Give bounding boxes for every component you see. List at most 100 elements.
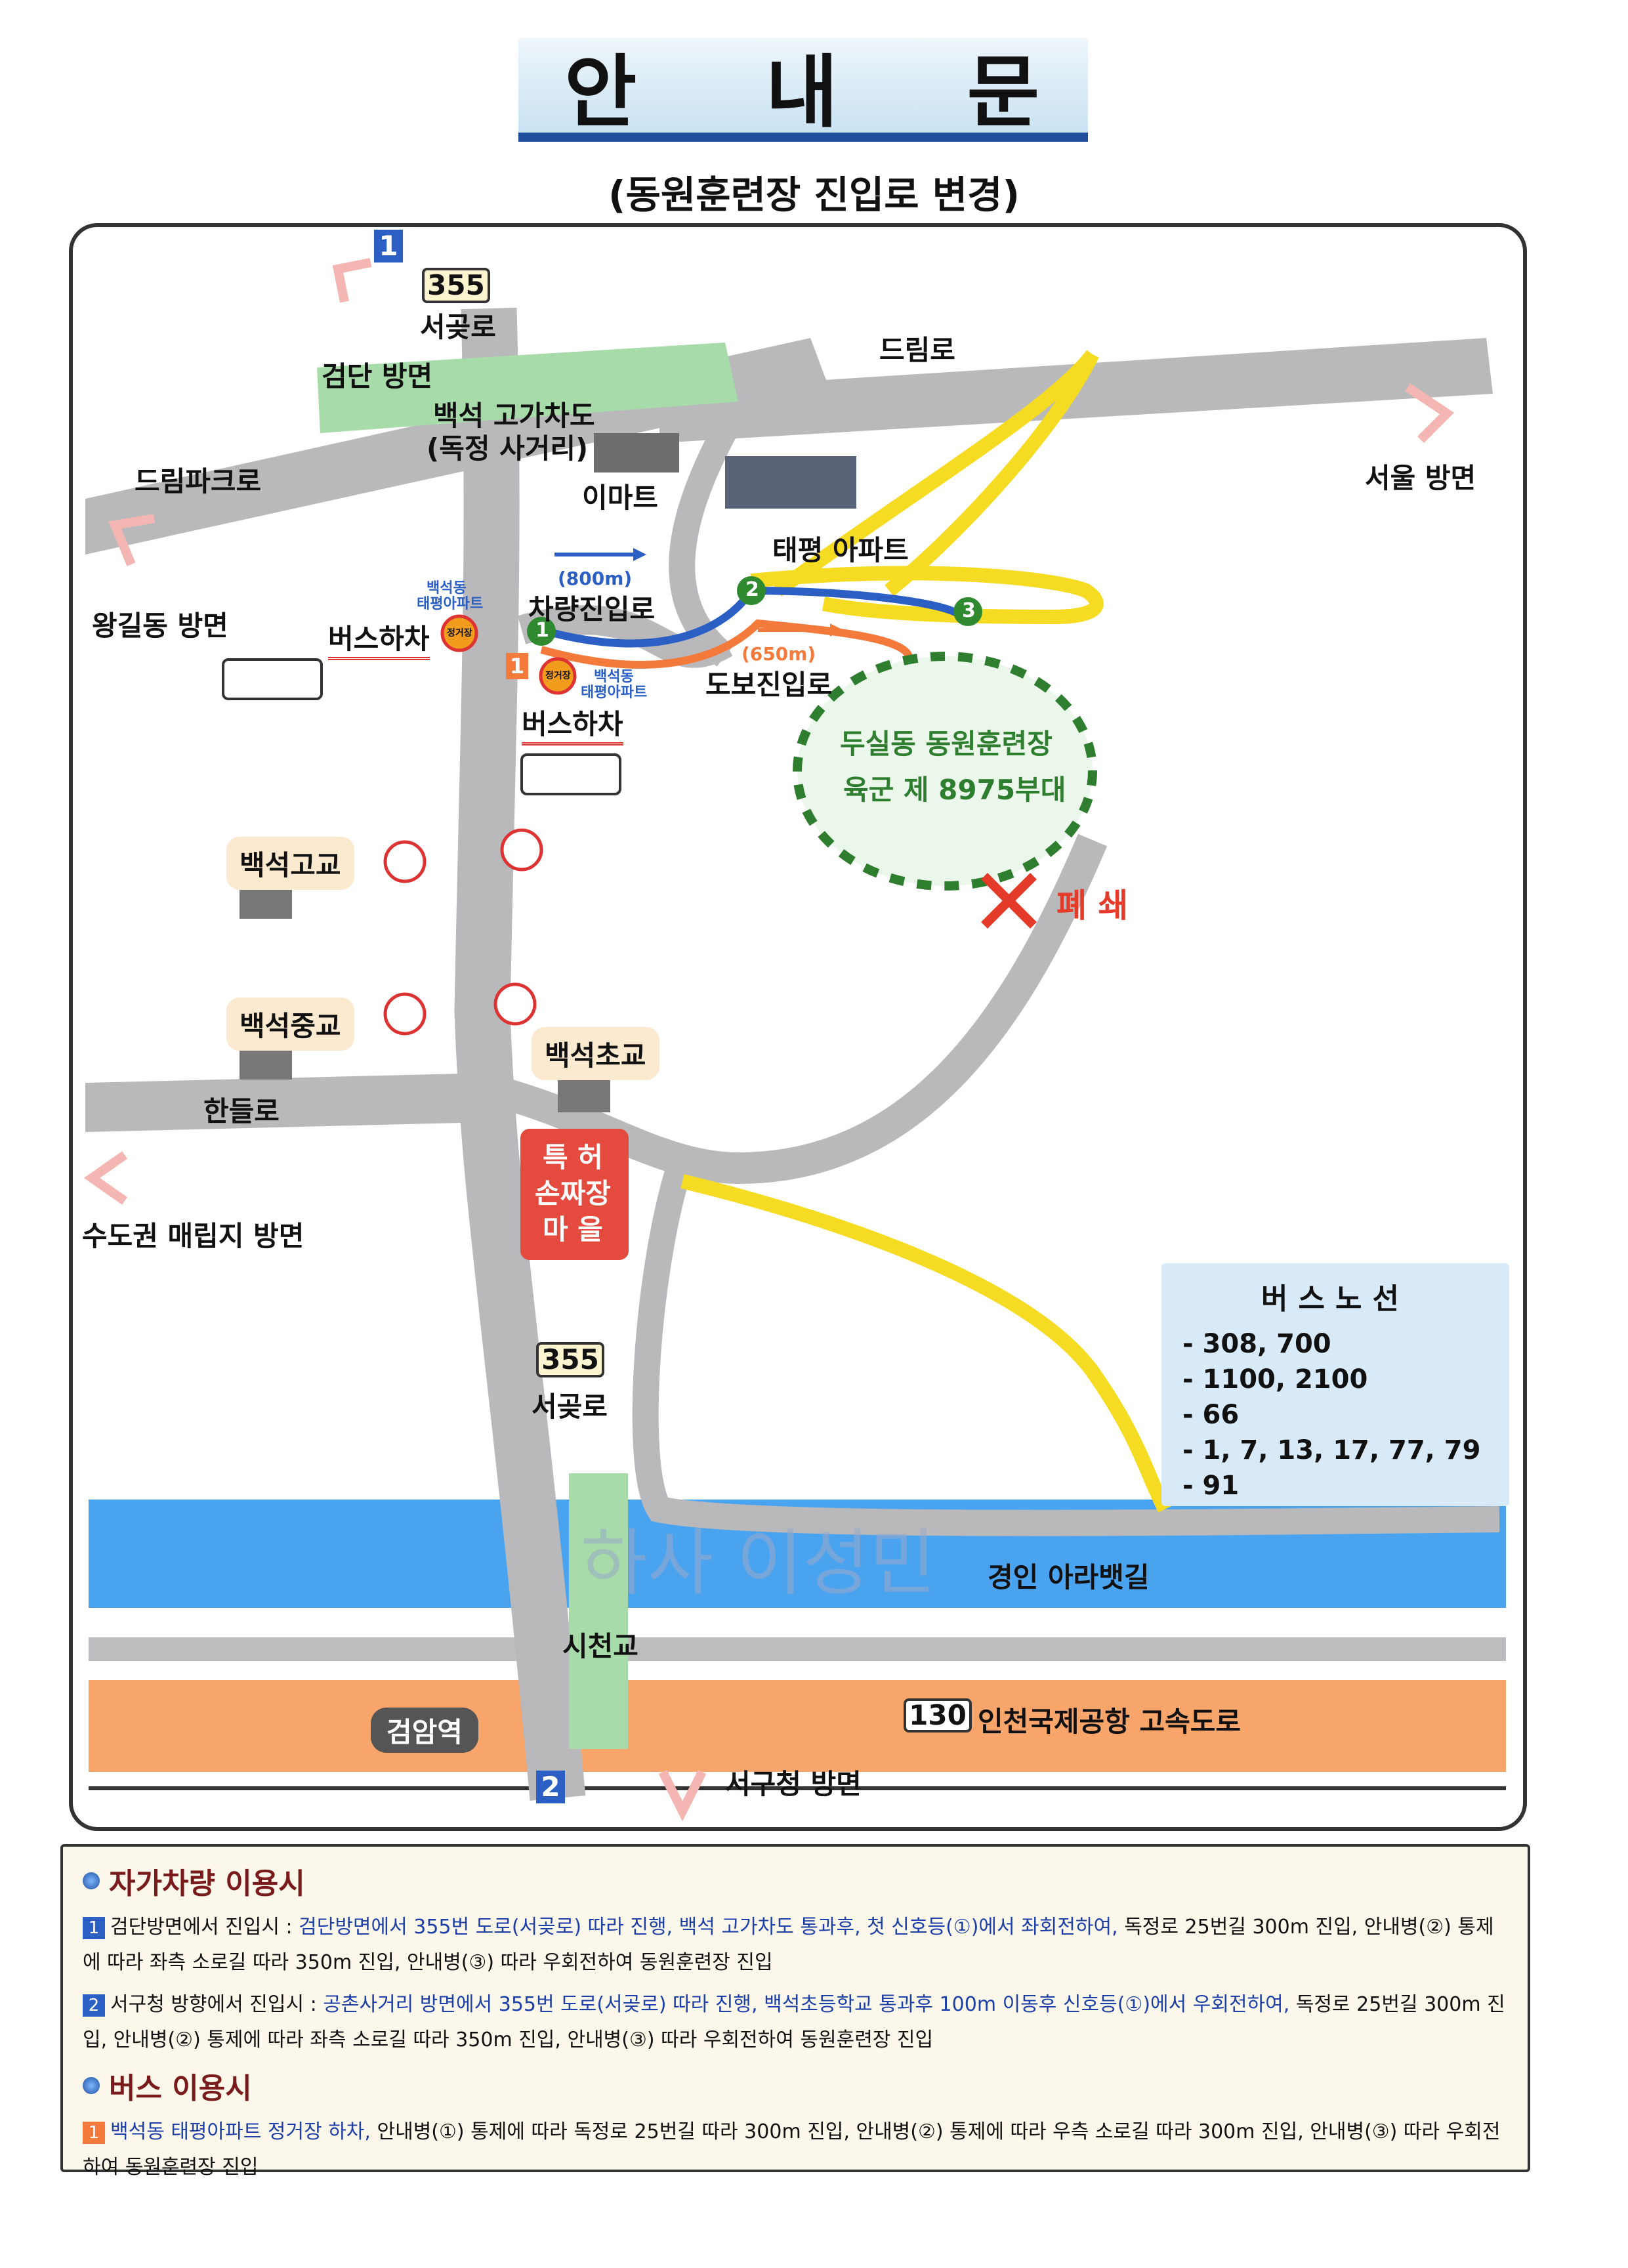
village-line-2: 손짜장 — [535, 1177, 611, 1209]
high-school-icon — [240, 886, 292, 919]
geomdan-label: 검단 방면 — [322, 360, 433, 392]
sicheon-label: 시천교 — [562, 1630, 638, 1662]
bus-marker-1: 1 — [506, 653, 528, 679]
camp-name: 두실동 동원훈련장 — [840, 728, 1053, 760]
walk-route — [540, 619, 913, 669]
middle-school-icon — [240, 1047, 292, 1080]
handeul-road — [85, 1073, 489, 1132]
bullet-icon — [83, 2077, 100, 2094]
handeul-label: 한들로 — [203, 1095, 280, 1127]
dream-road-label: 드림로 — [879, 334, 955, 366]
elem-school-icon — [558, 1080, 610, 1112]
school-middle: 백석중교 — [226, 998, 354, 1051]
bullet-icon — [83, 1872, 100, 1889]
connector-road — [485, 833, 1108, 1185]
watermark: 하사 이성민 — [581, 1521, 936, 1605]
bus-icon-1 — [222, 658, 323, 700]
bus-route-item: - 1100, 2100 — [1182, 1364, 1368, 1395]
walk-entry-label: 도보진입로 — [705, 669, 833, 701]
bus-section-heading: 버스 이용시 — [83, 2065, 1508, 2107]
seoul-label: 서울 방면 — [1365, 462, 1476, 494]
bus-stop-badge-1 — [440, 614, 478, 652]
number-badge-2: 2 — [83, 1994, 105, 2017]
title-banner: 안 내 문 — [518, 38, 1088, 142]
title-char-1: 안 — [564, 47, 640, 138]
car-distance: (800m) — [558, 568, 633, 589]
walk-distance: (650m) — [741, 643, 816, 665]
route-marker-1: 1 — [374, 230, 403, 262]
bus-stop-badge-2 — [539, 657, 577, 695]
stop-badge-text-2: 정거장 — [545, 671, 571, 681]
car-entry-label: 차량진입로 — [528, 593, 656, 625]
bus-route-item: - 1, 7, 13, 17, 77, 79 — [1182, 1435, 1481, 1465]
waypoint-2 — [737, 576, 766, 605]
expressway — [89, 1680, 1506, 1772]
bus-route-item: - 66 — [1182, 1400, 1240, 1430]
waypoint-3 — [953, 597, 982, 626]
sicheon-bridge — [569, 1473, 628, 1749]
stop-name-1a: 백석동 — [427, 580, 467, 597]
bus-routes-panel: 버스노선 - 308, 700 - 1100, 2100 - 66 - 1, 7… — [1161, 1263, 1509, 1506]
taepyeong-label: 태평 아파트 — [772, 534, 909, 566]
map-canvas: 하사 이성민 — [69, 223, 1527, 1831]
village-block — [520, 1129, 629, 1260]
apartment-icon — [725, 456, 856, 509]
bus-icon-2 — [520, 753, 621, 795]
dream-park-label: 드림파크로 — [135, 465, 262, 497]
title-char-3: 문 — [967, 47, 1042, 138]
car-section-heading: 자가차량 이용시 — [83, 1860, 1508, 1902]
route-marker-2: 2 — [536, 1771, 565, 1803]
closed-label: 폐 쇄 — [1056, 887, 1129, 925]
school-zone-1 — [383, 840, 427, 883]
rail-track — [89, 1637, 1506, 1661]
geomam-station: 검암역 — [371, 1708, 478, 1753]
stop-name-1b: 태평아파트 — [417, 596, 484, 612]
bus-stop-label-1: 버스하차 — [328, 617, 430, 660]
stop-name-2a: 백석동 — [594, 669, 634, 685]
walk-arrowhead — [830, 623, 843, 637]
overpass-label: 백석 고가차도 — [433, 400, 595, 432]
emart-label: 이마트 — [582, 482, 658, 514]
route-map: 하사 이성민 1 2 1 355 서곶로 검단 방면 백석 고가차도 (독정 사… — [69, 223, 1527, 1831]
bus-route-item: - 308, 700 — [1182, 1329, 1331, 1359]
bus-stop-label-2: 버스하차 — [522, 702, 623, 746]
sudo-label: 수도권 매립지 방면 — [82, 1220, 304, 1252]
subtitle: (동원훈련장 진입로 변경) — [608, 173, 1020, 217]
canal-side-road — [632, 1164, 1500, 1536]
route-130: 130 — [904, 1698, 972, 1732]
seogot-label-bottom: 서곶로 — [532, 1391, 608, 1423]
waypoint-3-label: 3 — [962, 599, 976, 622]
camp-area — [793, 652, 1097, 891]
school-zone-4 — [493, 982, 537, 1026]
village-line-1: 특 허 — [543, 1141, 603, 1173]
seogot-road — [454, 307, 586, 1801]
number-badge-bus: 1 — [83, 2121, 105, 2144]
village-line-3: 마 을 — [543, 1213, 603, 1246]
wanggil-label: 왕길동 방면 — [92, 610, 228, 642]
closed-x-2 — [981, 873, 1037, 929]
route-355-top: 355 — [422, 268, 490, 303]
waypoint-2-label: 2 — [745, 578, 759, 601]
number-badge-1: 1 — [83, 1916, 105, 1939]
yellow-loop — [750, 566, 1104, 625]
school-zone-2 — [500, 828, 543, 872]
seogu-label: 서구청 방면 — [725, 1768, 862, 1800]
seogot-label-top: 서곶로 — [420, 311, 496, 343]
waypoint-1-label: 1 — [535, 619, 549, 642]
dokjeong-label: (독정 사거리) — [427, 432, 589, 465]
school-high: 백석고교 — [226, 837, 354, 890]
title-char-2: 내 — [765, 47, 841, 138]
emart-icon — [594, 433, 679, 472]
yellow-road-south — [680, 1174, 1171, 1513]
route-355-bottom: 355 — [536, 1342, 604, 1377]
stop-name-2b: 태평아파트 — [581, 684, 648, 701]
baekseok-overpass — [317, 343, 738, 433]
bus-route-item: - 91 — [1182, 1471, 1240, 1501]
expressway-label: 인천국제공항 고속도로 — [978, 1706, 1242, 1738]
school-zone-3 — [383, 992, 427, 1036]
stop-badge-text-1: 정거장 — [447, 628, 472, 639]
school-elem: 백석초교 — [532, 1027, 659, 1080]
